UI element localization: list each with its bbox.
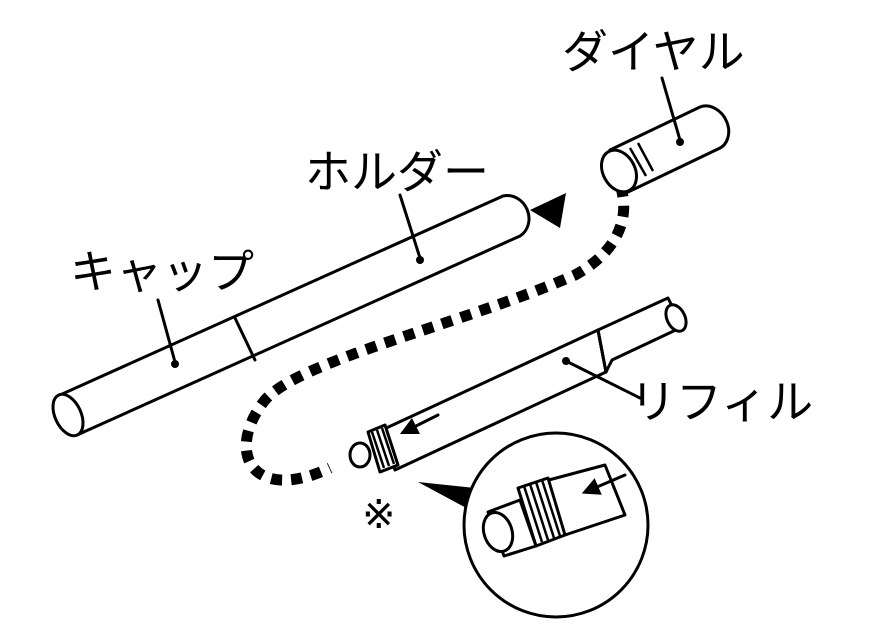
- label-holder: ホルダー: [305, 145, 489, 199]
- note-mark: ※: [362, 492, 396, 538]
- refill-part: [348, 296, 688, 474]
- label-dial: ダイヤル: [562, 25, 745, 79]
- detail-direction-arrow: [581, 473, 627, 495]
- assembly-path: [240, 165, 630, 486]
- detail-callout: [418, 431, 650, 619]
- dial-part: [599, 104, 731, 194]
- assembly-arrowhead: [530, 193, 566, 228]
- refill-tip: [348, 423, 400, 474]
- refill-direction-arrow: [399, 413, 440, 435]
- detail-tip: [481, 463, 627, 558]
- holder-body: [51, 194, 531, 438]
- cap-holder-joint: [233, 316, 257, 362]
- label-cap: キャップ: [70, 245, 254, 299]
- leader-lines: [156, 76, 684, 400]
- label-refill: リフィル: [630, 375, 813, 429]
